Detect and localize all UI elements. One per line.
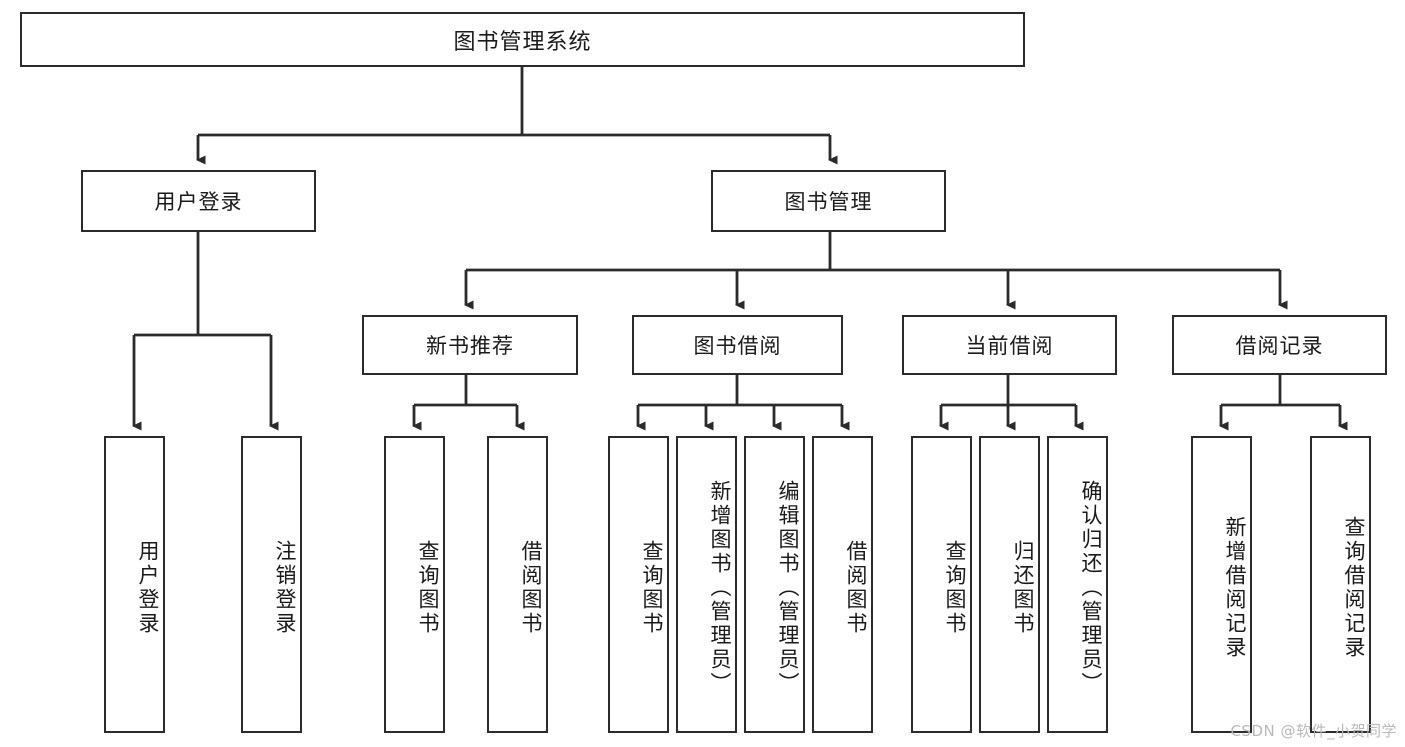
leaf-logout[interactable]: 注销登录 [241, 436, 302, 733]
leaf-add-book[interactable]: 新增图书（管理员） [676, 436, 737, 733]
leaf-user-login[interactable]: 用户登录 [104, 436, 165, 733]
node-current-borrow[interactable]: 当前借阅 [902, 315, 1117, 375]
leaf-return-book[interactable]: 归还图书 [979, 436, 1040, 733]
leaf-edit-book[interactable]: 编辑图书（管理员） [744, 436, 805, 733]
node-book-borrow[interactable]: 图书借阅 [632, 315, 843, 375]
leaf-query-book-3[interactable]: 查询图书 [911, 436, 972, 733]
node-book-manage[interactable]: 图书管理 [711, 170, 946, 232]
leaf-add-record[interactable]: 新增借阅记录 [1191, 436, 1252, 733]
watermark: CSDN @软件_小贺同学 [1230, 722, 1397, 740]
leaf-borrow-book-1[interactable]: 借阅图书 [487, 436, 548, 733]
leaf-borrow-book-2[interactable]: 借阅图书 [812, 436, 873, 733]
node-root[interactable]: 图书管理系统 [20, 12, 1025, 67]
leaf-confirm-return[interactable]: 确认归还（管理员） [1047, 436, 1108, 733]
leaf-query-record[interactable]: 查询借阅记录 [1310, 436, 1371, 733]
node-user-login[interactable]: 用户登录 [81, 170, 316, 232]
leaf-query-book-1[interactable]: 查询图书 [384, 436, 445, 733]
leaf-query-book-2[interactable]: 查询图书 [608, 436, 669, 733]
node-borrow-record[interactable]: 借阅记录 [1172, 315, 1387, 375]
node-new-book-rec[interactable]: 新书推荐 [362, 315, 578, 375]
